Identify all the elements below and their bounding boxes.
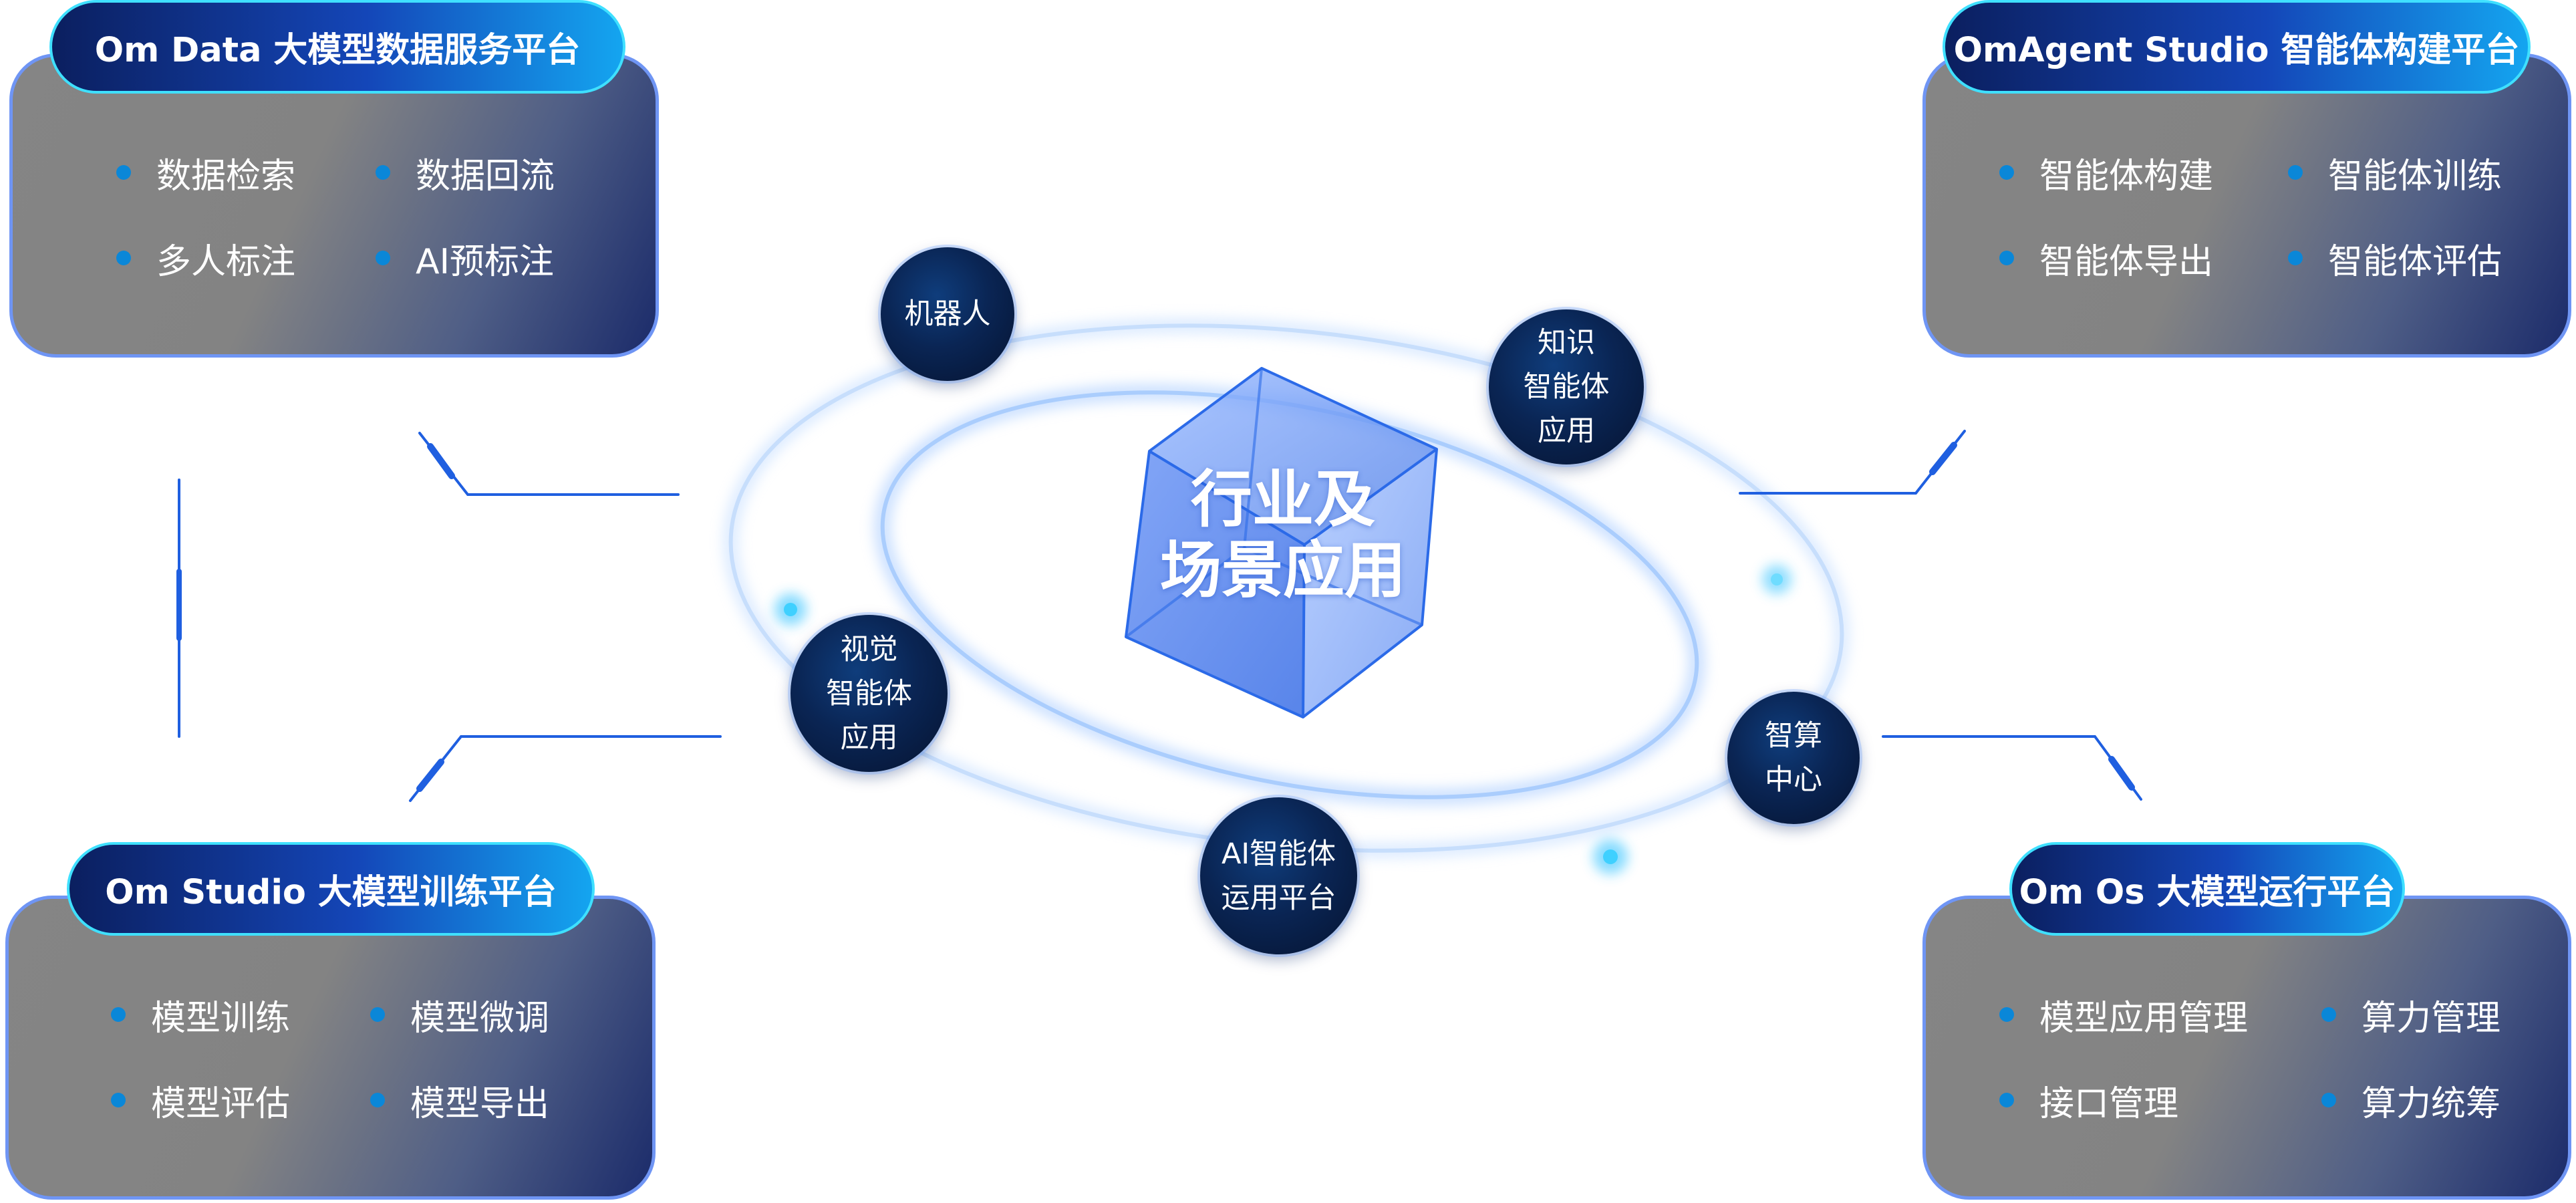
bullet-dot	[1999, 165, 2014, 180]
list-item: 模型导出	[370, 1075, 549, 1125]
list-item: 多人标注	[116, 233, 376, 283]
platform-card-omagent-studio: OmAgent Studio 智能体构建平台 智能体构建 智能体训练 智能体导出…	[1922, 0, 2571, 358]
orbit-sparkles	[774, 565, 1792, 874]
node-ai-agent-platform: AI智能体 运用平台	[1200, 797, 1357, 954]
list-item: AI预标注	[376, 233, 555, 283]
list-item: 数据检索	[116, 147, 376, 198]
card-items: 模型训练 模型微调 模型评估 模型导出	[5, 989, 656, 1125]
node-label: 视觉 智能体 应用	[826, 632, 912, 755]
card-title: OmAgent Studio 智能体构建平台	[1943, 0, 2531, 94]
connector-bottom-left	[409, 735, 722, 802]
bullet-dot	[376, 165, 390, 180]
bullet-dot	[2321, 1007, 2336, 1022]
card-body	[5, 896, 656, 1200]
node-vision-agent: 视觉 智能体 应用	[791, 615, 948, 772]
bullet-dot	[370, 1007, 385, 1022]
bullet-dot	[1999, 1007, 2014, 1022]
bullet-dot	[2321, 1093, 2336, 1107]
node-robot: 机器人	[881, 247, 1014, 381]
bullet-dot	[1999, 1093, 2014, 1107]
node-label: AI智能体 运用平台	[1221, 837, 1336, 915]
card-items: 智能体构建 智能体训练 智能体导出 智能体评估	[1922, 147, 2571, 283]
card-items: 模型应用管理 算力管理 接口管理 算力统筹	[1922, 989, 2571, 1125]
bullet-dot	[116, 165, 131, 180]
connector-top-right	[1739, 430, 1966, 495]
platform-card-om-os: Om Os 大模型运行平台 模型应用管理 算力管理 接口管理 算力统筹	[1922, 842, 2571, 1200]
list-item: 智能体导出	[1999, 233, 2288, 283]
list-item: 智能体评估	[2288, 233, 2502, 283]
card-title: Om Os 大模型运行平台	[2009, 842, 2405, 936]
list-item: 模型训练	[111, 989, 370, 1040]
list-item: 模型评估	[111, 1075, 370, 1125]
core-label: 行业及 场景应用	[1159, 464, 1406, 606]
connector-lines	[176, 430, 2142, 802]
list-item: 算力管理	[2321, 989, 2500, 1040]
card-items: 数据检索 数据回流 多人标注 AI预标注	[9, 147, 659, 283]
card-title: Om Studio 大模型训练平台	[67, 842, 595, 936]
card-body	[1922, 896, 2571, 1200]
node-label: 知识 智能体 应用	[1523, 326, 1610, 448]
list-item: 接口管理	[1999, 1075, 2321, 1125]
node-label: 智算 中心	[1765, 719, 1822, 797]
bullet-dot	[376, 251, 390, 265]
node-label: 机器人	[904, 297, 991, 331]
bullet-dot	[370, 1093, 385, 1107]
node-knowledge-agent: 知识 智能体 应用	[1489, 309, 1644, 464]
list-item: 智能体构建	[1999, 147, 2288, 198]
connector-bottom-right	[1882, 735, 2142, 801]
platform-card-om-data: Om Data 大模型数据服务平台 数据检索 数据回流 多人标注 AI预标注	[9, 0, 659, 358]
card-title: Om Data 大模型数据服务平台	[49, 0, 625, 94]
card-body	[9, 53, 659, 358]
bullet-dot	[111, 1007, 126, 1022]
list-item: 数据回流	[376, 147, 555, 198]
platform-card-om-studio: Om Studio 大模型训练平台 模型训练 模型微调 模型评估 模型导出	[5, 842, 656, 1200]
core-cube	[1125, 367, 1438, 718]
list-item: 算力统筹	[2321, 1075, 2500, 1125]
connector-top-left	[418, 432, 680, 496]
bullet-dot	[116, 251, 131, 265]
list-item: 智能体训练	[2288, 147, 2502, 198]
list-item: 模型微调	[370, 989, 549, 1040]
bullet-dot	[1999, 251, 2014, 265]
bullet-dot	[2288, 251, 2303, 265]
bullet-dot	[2288, 165, 2303, 180]
bullet-dot	[111, 1093, 126, 1107]
node-compute-center: 智算 中心	[1727, 692, 1860, 824]
list-item: 模型应用管理	[1999, 989, 2321, 1040]
